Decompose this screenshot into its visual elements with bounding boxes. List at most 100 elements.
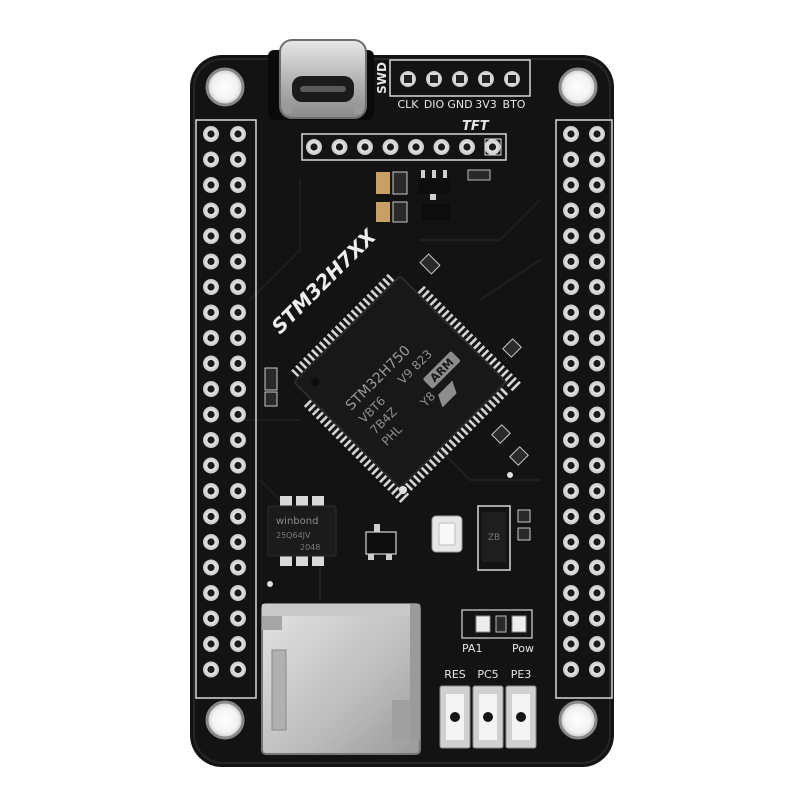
- header-pin-hole: [567, 130, 575, 138]
- header-pin-hole: [567, 614, 575, 623]
- header-pin-hole: [567, 359, 575, 368]
- header-pin-hole: [234, 410, 242, 419]
- header-pin-hole: [567, 181, 575, 189]
- header-pin-hole: [593, 665, 601, 674]
- header-pin-hole: [593, 538, 601, 546]
- header-pin-hole: [207, 563, 215, 572]
- header-pin-hole: [207, 334, 215, 342]
- header-pin-hole: [567, 257, 575, 266]
- silkscreen-dots: [267, 472, 513, 587]
- header-pin-hole: [567, 334, 575, 342]
- header-pin-hole: [593, 232, 601, 240]
- header-pin-hole: [593, 563, 601, 572]
- header-pin-hole: [207, 487, 215, 495]
- header-pin-hole: [207, 155, 215, 164]
- header-pin-hole: [207, 308, 215, 317]
- right-header-pins: [563, 126, 605, 678]
- st-logo: [438, 380, 457, 408]
- button-label-pe3: PE3: [511, 668, 532, 681]
- swd-pin-clk: CLK: [397, 98, 419, 111]
- header-pin-hole: [207, 538, 215, 546]
- flash-marking-3: 2048: [300, 543, 320, 552]
- header-pin-hole: [234, 563, 242, 572]
- header-pin-hole: [567, 308, 575, 317]
- header-pin-hole: [234, 461, 242, 470]
- header-pin-hole: [593, 589, 601, 597]
- header-pin-hole: [567, 385, 575, 393]
- header-pin-hole: [234, 640, 242, 648]
- button-label-pc5: PC5: [477, 668, 498, 681]
- mounting-holes: [205, 67, 598, 740]
- tft-header: TFT: [301, 119, 507, 161]
- right-header-outline: [555, 119, 613, 699]
- voltage-regulator: ZB: [477, 505, 511, 571]
- header-pin-hole: [234, 436, 242, 444]
- header-pin-hole: [593, 181, 601, 189]
- left-header-outline: [195, 119, 257, 699]
- spi-flash-chip: winbond 25Q64JV 2048: [267, 496, 337, 566]
- microsd-slot: [261, 603, 421, 755]
- header-pin-hole: [593, 130, 601, 138]
- header-pin-hole: [593, 461, 601, 470]
- header-pin-hole: [567, 155, 575, 164]
- header-pin-hole: [593, 359, 601, 368]
- header-pin-hole: [567, 487, 575, 495]
- header-pin-hole: [207, 589, 215, 597]
- header-pin-hole: [335, 143, 344, 151]
- flash-brand: winbond: [276, 516, 318, 527]
- header-pin-hole: [207, 410, 215, 419]
- header-pin-hole: [593, 155, 601, 164]
- header-pin-hole: [593, 257, 601, 266]
- header-pin-hole: [207, 181, 215, 189]
- header-pin-hole: [488, 143, 497, 151]
- header-pin-hole: [593, 512, 601, 521]
- header-pin-hole: [207, 232, 215, 240]
- header-pin-hole: [207, 359, 215, 368]
- header-pin-hole: [234, 614, 242, 623]
- header-pin-hole: [234, 283, 242, 291]
- header-pin-hole: [234, 130, 242, 138]
- flash-marking-2: 25Q64JV: [276, 531, 311, 540]
- header-pin-hole: [207, 640, 215, 648]
- header-pin-hole: [593, 206, 601, 215]
- crystal: [431, 515, 463, 553]
- header-pin-hole: [234, 206, 242, 215]
- header-pin-hole: [234, 359, 242, 368]
- header-pin-hole: [567, 563, 575, 572]
- header-pin-hole: [593, 410, 601, 419]
- header-pin-hole: [234, 665, 242, 674]
- regulator-marking: ZB: [488, 533, 500, 543]
- header-pin-hole: [593, 640, 601, 648]
- swd-pin-gnd: GND: [447, 98, 472, 111]
- swd-label: SWD: [375, 62, 389, 94]
- header-pin-hole: [361, 143, 369, 151]
- header-pin-hole: [567, 410, 575, 419]
- header-pin-hole: [234, 155, 242, 164]
- header-pin-hole: [593, 614, 601, 623]
- header-pin-hole: [593, 385, 601, 393]
- header-pin-hole: [207, 665, 215, 674]
- reset-button[interactable]: [439, 685, 471, 749]
- small-ic: [365, 524, 397, 560]
- passives-top: [376, 169, 491, 223]
- usb-c-connector: [268, 39, 374, 120]
- header-pin-hole: [207, 385, 215, 393]
- mcu-chip: STM32H750 VBT6 7B4Z PHL V9 823 Y8 ARM: [291, 273, 521, 503]
- header-pin-hole: [234, 308, 242, 317]
- header-pin-hole: [437, 143, 446, 151]
- swd-pin-dio: DIO: [424, 98, 445, 111]
- swd-pin-bt0: BTO: [503, 98, 526, 111]
- header-pin-hole: [567, 512, 575, 521]
- header-pin-hole: [234, 334, 242, 342]
- pc5-button[interactable]: [472, 685, 504, 749]
- header-pin-hole: [593, 308, 601, 317]
- header-pin-hole: [567, 538, 575, 546]
- pe3-button[interactable]: [505, 685, 537, 749]
- passives-mid: [264, 253, 531, 541]
- swd-pin-3v3: 3V3: [475, 98, 497, 111]
- mcu-pin: [398, 492, 410, 503]
- header-pin-hole: [234, 232, 242, 240]
- header-pin-hole: [234, 257, 242, 266]
- header-pin-hole: [207, 461, 215, 470]
- header-pin-hole: [234, 385, 242, 393]
